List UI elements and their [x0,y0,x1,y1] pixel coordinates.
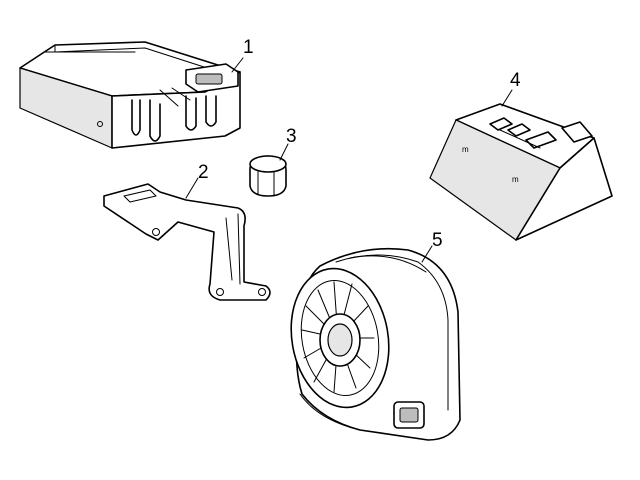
callout-1: 1 [243,37,254,58]
part-5-blower-unit[interactable]: 5 [281,230,461,441]
part-3-nut[interactable]: 3 [249,126,297,197]
callout-3: 3 [286,126,297,147]
callout-5: 5 [432,230,443,251]
svg-text:m: m [512,175,519,184]
callout-2: 2 [198,162,209,183]
part-4-sensor-module[interactable]: m m 4 [429,70,613,241]
part-2-bracket[interactable]: 2 [103,162,271,301]
part-1-control-module[interactable]: 1 [19,37,254,149]
callout-4: 4 [510,70,521,91]
svg-text:m: m [462,145,469,154]
